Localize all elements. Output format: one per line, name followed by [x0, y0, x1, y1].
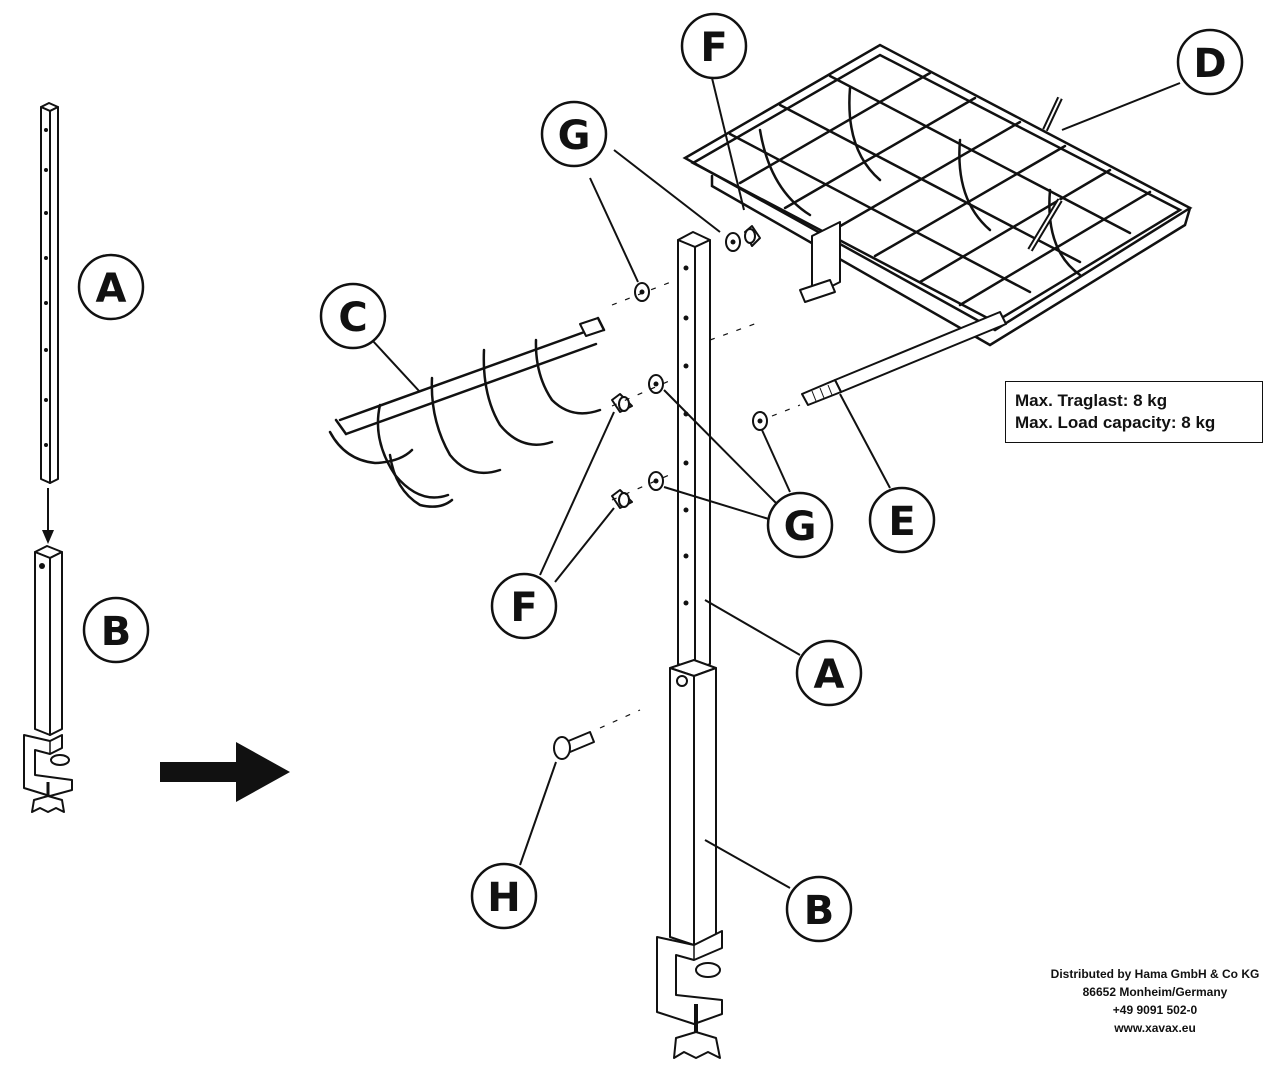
- wing-nut-f-mid: [611, 393, 633, 413]
- distributor-company: Distributed by Hama GmbH & Co KG: [1050, 967, 1260, 981]
- svg-text:B: B: [804, 888, 835, 934]
- label-g-right: G: [766, 491, 834, 559]
- leader-lines: [371, 77, 1181, 889]
- alignment-lines: [599, 279, 801, 729]
- svg-text:H: H: [487, 875, 520, 921]
- svg-text:D: D: [1193, 41, 1226, 87]
- label-a-main: A: [795, 639, 863, 707]
- load-capacity-de: Max. Traglast: 8 kg: [1015, 391, 1168, 410]
- small-tube-a: [40, 102, 59, 484]
- distributor-website: www.xavax.eu: [1114, 1021, 1196, 1035]
- svg-text:E: E: [888, 499, 915, 545]
- label-d: D: [1176, 28, 1244, 96]
- label-c: C: [319, 282, 387, 350]
- wing-nut-f-low: [611, 489, 633, 509]
- distributor-address: 86652 Monheim/Germany: [1082, 985, 1228, 999]
- hook-rack-c: [328, 316, 606, 508]
- washer-g-top: [725, 232, 741, 252]
- svg-text:G: G: [784, 504, 817, 550]
- wire-basket-d: [682, 43, 1193, 347]
- label-e: E: [868, 486, 936, 554]
- label-b-main: B: [785, 875, 853, 943]
- arrow-right-icon: [160, 742, 290, 802]
- threaded-rod-e: [801, 311, 1007, 406]
- label-b-left: B: [82, 596, 150, 664]
- svg-text:A: A: [96, 266, 127, 312]
- distributor-info: Distributed by Hama GmbH & Co KG 86652 M…: [1040, 965, 1268, 1037]
- svg-text:A: A: [814, 652, 845, 698]
- svg-text:F: F: [700, 25, 727, 71]
- label-h: H: [470, 862, 538, 930]
- svg-text:G: G: [558, 113, 591, 159]
- svg-text:F: F: [510, 585, 537, 631]
- distributor-phone: +49 9091 502-0: [1112, 1003, 1198, 1017]
- washer-g-upper: [634, 282, 650, 302]
- tube-a: [677, 231, 711, 671]
- tube-b: [656, 659, 723, 1059]
- washer-g-mid: [648, 374, 664, 394]
- washer-g-right: [752, 411, 768, 431]
- svg-text:B: B: [101, 609, 132, 655]
- thumb-screw-h: [553, 731, 595, 760]
- label-a-left: A: [77, 253, 145, 321]
- svg-text:C: C: [338, 295, 367, 341]
- small-tube-b: [23, 545, 73, 813]
- load-capacity-box: Max. Traglast: 8 kg Max. Load capacity: …: [1005, 381, 1263, 443]
- load-capacity-en: Max. Load capacity: 8 kg: [1015, 413, 1216, 432]
- arrow-down-icon: [42, 488, 54, 544]
- label-f-bottom: F: [490, 572, 558, 640]
- label-g-top: G: [540, 100, 608, 168]
- wing-nut-f-top: [744, 225, 761, 247]
- label-f-top: F: [680, 12, 748, 80]
- washer-g-low: [648, 471, 664, 491]
